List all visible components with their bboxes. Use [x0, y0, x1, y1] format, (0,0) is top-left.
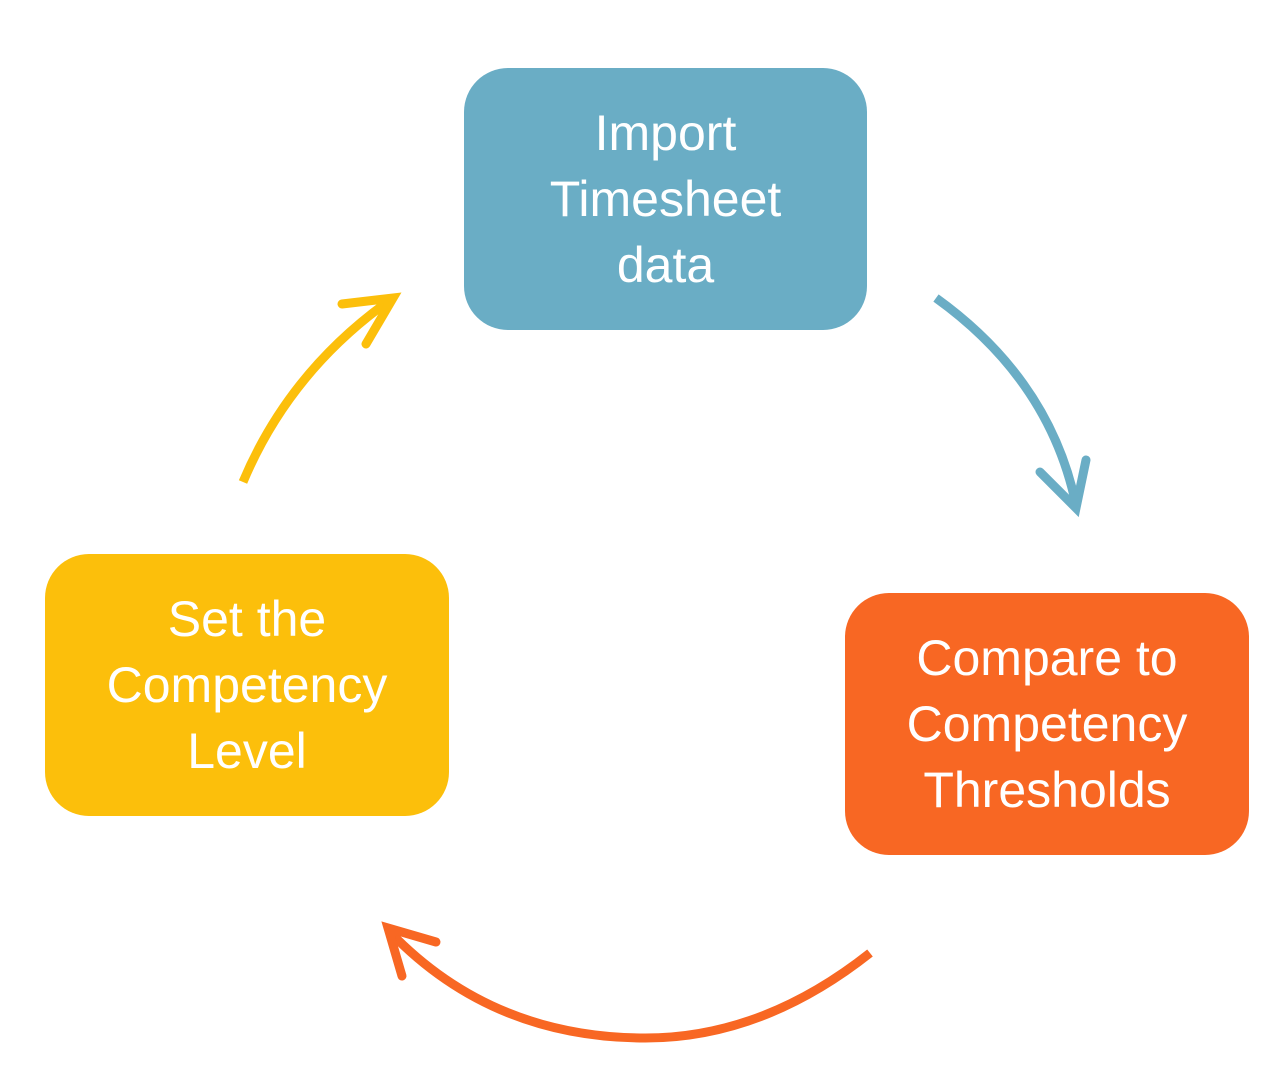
- step-set-line-2: Competency: [106, 657, 388, 713]
- step-set-competency-level: Set the Competency Level: [45, 554, 449, 816]
- arrow-import-to-compare-shaft: [933, 294, 1081, 506]
- step-set-line-3: Level: [187, 723, 307, 779]
- step-compare-to-competency-thresholds: Compare to Competency Thresholds: [845, 593, 1249, 855]
- arrow-import-to-compare: [933, 294, 1091, 518]
- arrow-compare-to-set: [381, 921, 873, 1043]
- arrow-compare-to-set-shaft: [386, 928, 873, 1043]
- arrow-set-to-import-head: [337, 292, 402, 349]
- step-import-line-1: Import: [594, 105, 737, 161]
- step-import-line-3: data: [616, 237, 715, 293]
- arrow-set-to-import: [238, 292, 402, 484]
- step-compare-line-1: Compare to: [916, 630, 1178, 686]
- arrow-import-to-compare-head: [1035, 455, 1091, 518]
- step-import-timesheet-data: Import Timesheet data: [464, 68, 867, 330]
- arrow-set-to-import-shaft: [238, 294, 396, 484]
- step-set-line-1: Set the: [167, 591, 327, 647]
- arrow-compare-to-set-head: [381, 921, 441, 981]
- step-import-line-2: Timesheet: [549, 171, 782, 227]
- step-compare-line-3: Thresholds: [923, 762, 1171, 818]
- step-compare-line-2: Competency: [906, 696, 1188, 752]
